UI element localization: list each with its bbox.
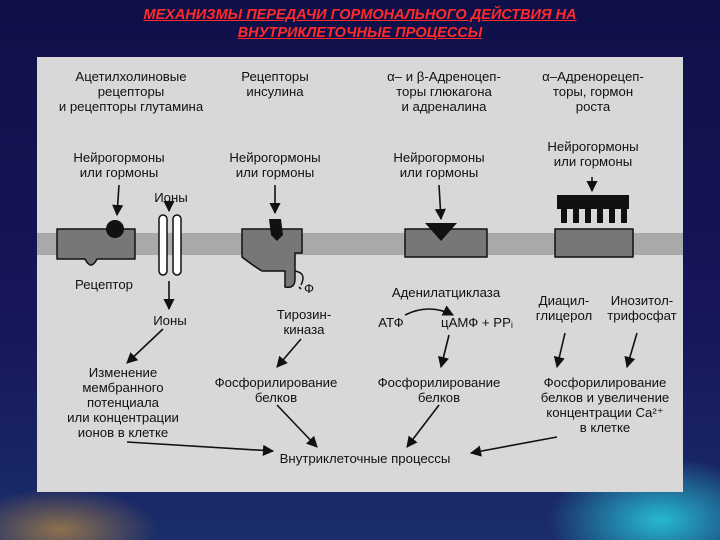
col4-signal-line1: Нейрогормоны	[547, 139, 639, 154]
col4-ip3: Инозитол- трифосфат	[603, 293, 681, 323]
ligand-dot	[106, 220, 124, 238]
arrow-col2-phosphate	[298, 286, 302, 290]
col3-header-line1: α– и β-Адреноцеп-	[387, 69, 501, 84]
col4-result-line4: в клетке	[579, 420, 631, 435]
col3-signal-line1: Нейрогормоны	[393, 150, 485, 165]
col1-header-line1: Ацетилхолиновые	[75, 69, 187, 84]
col1-result-line4: или концентрации	[67, 410, 179, 425]
col3-header-line3: и адреналина	[401, 99, 487, 114]
col4-dag-line1: Диацил-	[538, 293, 590, 308]
col2-header-line1: Рецепторы	[241, 69, 309, 84]
col4-result-line2: белков и увеличение	[540, 390, 670, 405]
col4-result: Фосфорилирование белков и увеличение кон…	[529, 375, 681, 435]
membrane-band	[37, 233, 683, 255]
col1-signal-line1: Нейрогормоны	[73, 150, 165, 165]
col3-enzyme: Аденилатциклаза	[391, 285, 501, 300]
col1-result: Изменение мембранного потенциала или кон…	[53, 365, 193, 440]
col4-ip3-line1: Инозитол-	[610, 293, 674, 308]
col3-result: Фосфорилирование белков	[369, 375, 509, 405]
col3-signal-line2: или гормоны	[399, 165, 479, 180]
arrow-final-col2	[276, 404, 318, 448]
slide-title: МЕХАНИЗМЫ ПЕРЕДАЧИ ГОРМОНАЛЬНОГО ДЕЙСТВИ…	[40, 6, 680, 42]
col1-result-line2: мембранного	[82, 380, 164, 395]
col3-atp: АТФ	[378, 315, 404, 330]
col4-header-line2: торы, гормон	[552, 84, 634, 99]
arrow-final-col3	[406, 404, 440, 448]
col4-ip3-line2: трифосфат	[607, 308, 677, 323]
col2-result-line2: белков	[254, 390, 298, 405]
ion-channel-right	[172, 214, 182, 276]
final-intracellular-processes: Внутриклеточные процессы	[279, 451, 451, 466]
col1-header-line2: рецепторы	[97, 84, 165, 99]
col2-result-line1: Фосфорилирование	[214, 375, 338, 390]
col3-result-line2: белков	[417, 390, 461, 405]
arrow-col4-dag	[553, 332, 566, 369]
col2-header-line2: инсулина	[246, 84, 304, 99]
col2-header: Рецепторы инсулина	[223, 69, 327, 99]
arrow-col4-ip3	[624, 332, 638, 369]
col4-dag: Диацил- глицерол	[529, 293, 599, 323]
col1-result-line1: Изменение	[88, 365, 158, 380]
acetylcholine-receptor	[56, 214, 182, 276]
col2-phosphate: Ф	[303, 281, 315, 296]
col2-signal: Нейрогормоны или гормоны	[215, 150, 335, 180]
arrow-col3-result	[438, 334, 450, 369]
hormone-wedge	[425, 223, 457, 241]
col4-header: α–Адренорецеп- торы, гормон роста	[533, 69, 653, 114]
col2-signal-line1: Нейрогормоны	[229, 150, 321, 165]
arrow-final-col4	[469, 436, 558, 457]
col3-result-line1: Фосфорилирование	[377, 375, 501, 390]
col4-header-line1: α–Адренорецеп-	[542, 69, 644, 84]
diagram-graphics	[37, 177, 683, 457]
insulin-receptor	[241, 219, 304, 289]
col3-header: α– и β-Адреноцеп- торы глюкагона и адрен…	[371, 69, 517, 114]
col1-signal: Нейрогормоны или гормоны	[59, 150, 179, 180]
col3-signal: Нейрогормоны или гормоны	[379, 150, 499, 180]
arrow-col2-result	[276, 338, 302, 368]
arrow-col3-atp	[404, 305, 455, 316]
col1-signal-line2: или гормоны	[79, 165, 159, 180]
arrow-col1-result	[126, 328, 164, 364]
col4-signal: Нейрогормоны или гормоны	[533, 139, 653, 169]
col1-ions-bottom: Ионы	[153, 313, 187, 328]
comb-receptor	[554, 195, 634, 258]
col4-signal-line2: или гормоны	[553, 154, 633, 169]
col1-result-line3: потенциала	[87, 395, 159, 410]
col1-ions-top: Ионы	[154, 190, 188, 205]
col3-camp: цАМФ + РРᵢ	[441, 315, 513, 330]
col4-result-line1: Фосфорилирование	[543, 375, 667, 390]
arrow-col3-signal	[434, 184, 446, 221]
col1-result-line5: ионов в клетке	[77, 425, 169, 440]
col2-kinase-line1: Тирозин-	[276, 307, 332, 322]
title-line-2: ВНУТРИКЛЕТОЧНЫЕ ПРОЦЕССЫ	[237, 25, 483, 41]
ion-channel-left	[158, 214, 168, 276]
col1-header: Ацетилхолиновые рецепторы и рецепторы гл…	[55, 69, 207, 114]
col1-header-line3: и рецепторы глутамина	[58, 99, 204, 114]
col2-kinase: Тирозин- киназа	[259, 307, 349, 337]
col4-result-line3: концентрации Ca²⁺	[546, 405, 664, 420]
diagram-panel: Ацетилхолиновые рецепторы и рецепторы гл…	[37, 57, 683, 492]
insulin-ligand	[269, 219, 283, 241]
col4-dag-line2: глицерол	[535, 308, 593, 323]
col2-kinase-line2: киназа	[283, 322, 325, 337]
col2-result: Фосфорилирование белков	[207, 375, 345, 405]
adrenoceptor	[404, 223, 488, 258]
col3-header-line2: торы глюкагона	[396, 84, 492, 99]
arrow-col1-signal	[112, 184, 124, 217]
title-line-1: МЕХАНИЗМЫ ПЕРЕДАЧИ ГОРМОНАЛЬНОГО ДЕЙСТВИ…	[143, 7, 577, 23]
col1-receptor-label: Рецептор	[75, 277, 133, 292]
col2-signal-line2: или гормоны	[235, 165, 315, 180]
col4-header-line3: роста	[575, 99, 611, 114]
arrow-final-col1	[126, 441, 275, 456]
